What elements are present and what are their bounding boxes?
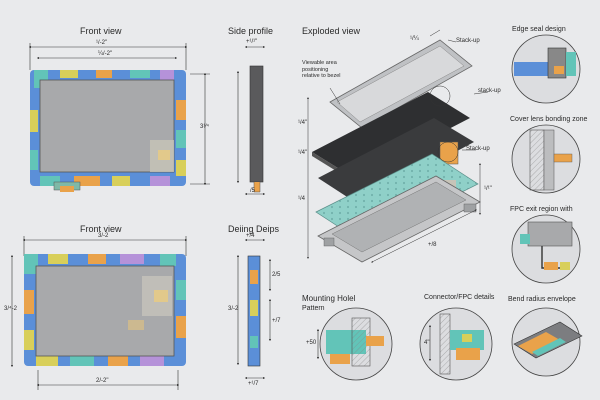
- cover-lens-title: Cover lens bonding zone: [510, 116, 588, 123]
- front-screen-top: [39, 79, 175, 173]
- front-view-bottom-dim-width: 3/-2: [98, 233, 109, 239]
- front-screen-bottom: [35, 265, 175, 357]
- exploded-stack-callout-1: Stack-up: [456, 38, 480, 44]
- fpc-exit-title: FPC exit region with: [510, 206, 573, 213]
- front-view-bottom-dim-bottom: 2/-2": [96, 378, 109, 384]
- front-view-bottom: [10, 236, 188, 390]
- connector-dim: 4": [424, 340, 430, 346]
- mounting-hole-title: Mounting Holel: [302, 294, 356, 303]
- side-detail-dim-c: 2/5: [272, 272, 281, 278]
- exploded-dim-bottom: +/8: [428, 242, 437, 248]
- exploded-stack-callout-3: Stack-up: [466, 146, 490, 152]
- side-detail-dim-b: 3/-2: [228, 306, 239, 312]
- exploded-dim-left-3: ¹/4: [298, 196, 306, 202]
- front-view-bottom-dim-height: 3/⁴-2: [4, 306, 17, 312]
- side-profile-title: Side profile: [228, 26, 274, 36]
- side-detail-dim-bottom: +¹/7: [248, 381, 259, 387]
- exploded-stack-callout-2: stack-up: [478, 88, 501, 94]
- side-profile-fpc: [253, 182, 261, 193]
- bend-radius-title: Bend radius envelope: [508, 296, 576, 303]
- detail-edge-seal: [511, 34, 581, 104]
- detail-connector: [419, 307, 493, 381]
- mounting-hole-dim: +50: [306, 340, 317, 346]
- side-profile: [236, 45, 266, 196]
- exploded-view: [307, 29, 489, 263]
- front-view-top-dimensions: [28, 43, 210, 186]
- cover-glass-layer: [329, 39, 473, 129]
- exploded-dim-top: ¹/¼: [410, 36, 419, 42]
- side-profile-dimensions: [236, 45, 266, 196]
- mounting-hole-subtitle: Pattern: [302, 305, 325, 312]
- side-detail-bottom: [236, 238, 272, 380]
- front-view-top-dim-overall: ¹/-2": [96, 40, 108, 46]
- exploded-view-title: Exploded view: [302, 26, 361, 36]
- edge-seal-title: Edge seal design: [512, 26, 566, 33]
- side-detail-dim-a: +/4: [246, 233, 255, 239]
- side-profile-dim-thickness: +¹/¹": [246, 39, 258, 45]
- front-view-top-title: Front view: [80, 26, 122, 36]
- exploded-callouts: [307, 29, 489, 263]
- side-detail-title: Deiing Deips: [228, 224, 280, 234]
- detail-bend-radius: [511, 307, 583, 377]
- connector-title: Connector/FPC details: [424, 294, 495, 301]
- exploded-dim-left-1: ¹/4": [298, 120, 308, 126]
- side-detail-dimensions: [236, 238, 272, 380]
- front-view-bottom-title: Front view: [80, 224, 122, 234]
- front-view-top-dim-active: ¼/-2": [98, 51, 113, 57]
- front-fpc-tab-top: [53, 181, 81, 192]
- exploded-dim-right: ¹/¹": [484, 186, 492, 192]
- detail-mounting-hole: [316, 307, 393, 381]
- side-profile-dim-bottom: /5: [250, 188, 256, 194]
- front-view-top-dim-height: 3¹⁄⁴: [200, 124, 209, 130]
- front-view-top: [28, 43, 210, 192]
- front-view-bottom-dimensions: [10, 236, 188, 390]
- side-profile-body: [249, 65, 264, 183]
- side-detail-dim-d: +/7: [272, 318, 281, 324]
- detail-cover-lens: [511, 124, 581, 194]
- exploded-viewable-callout: Viewable area positioning relative to be…: [302, 60, 341, 79]
- detail-fpc-exit: [511, 214, 581, 284]
- exploded-dim-left-2: ¹/4": [298, 150, 308, 156]
